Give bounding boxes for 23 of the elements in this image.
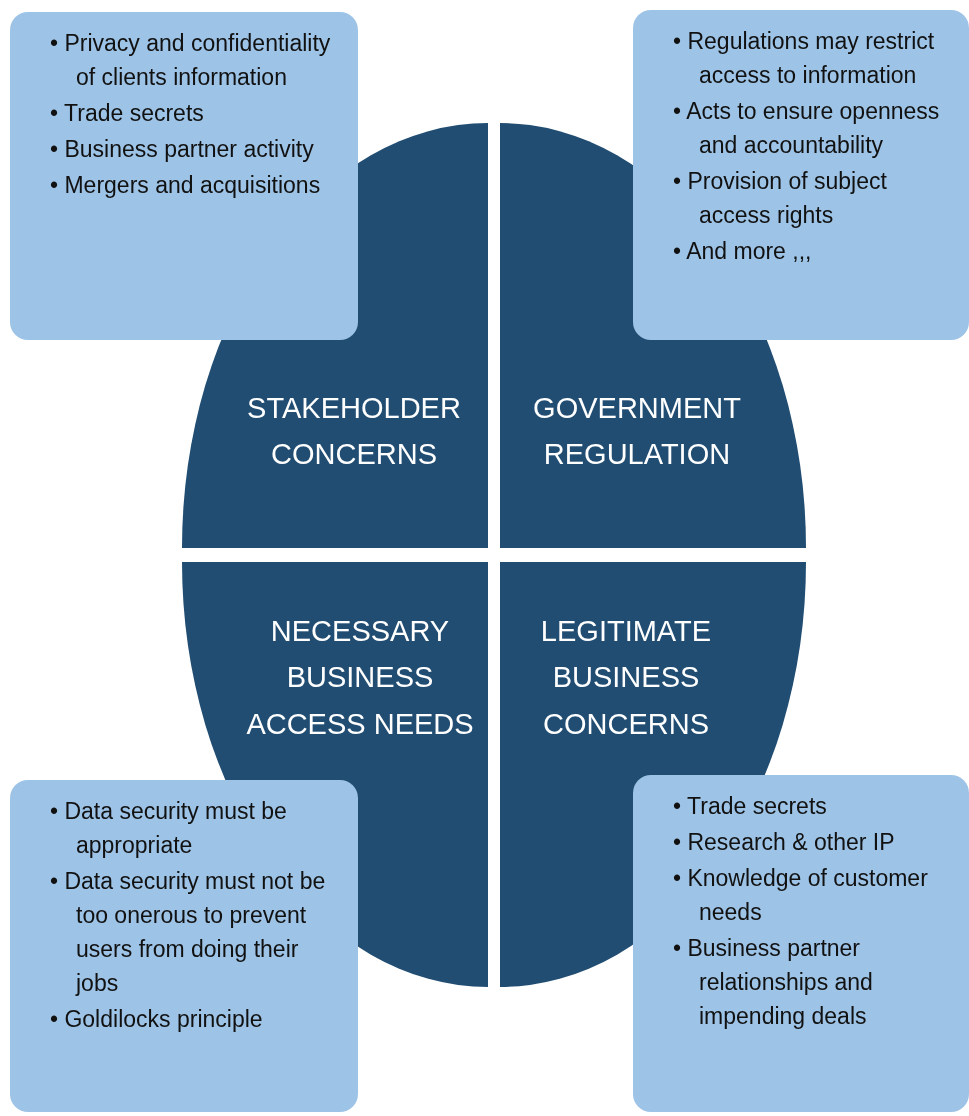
callout-box xyxy=(633,775,969,1112)
bullet-item: • Knowledge of customer needs xyxy=(673,864,929,928)
bullet-item: • Business partner activity xyxy=(50,135,315,165)
bullet-item: • And more ,,, xyxy=(673,237,813,267)
quadrant-title: GOVERNMENT REGULATION xyxy=(532,391,742,473)
bullet-item: • Mergers and acquisitions xyxy=(50,171,322,201)
bullet-item: • Trade secrets xyxy=(50,99,205,129)
bullet-item: • Provision of subject access rights xyxy=(673,167,888,231)
bullet-item: • Acts to ensure openness and accountability xyxy=(673,97,941,161)
bullet-item: • Privacy and confidentiality of clients information xyxy=(50,29,332,93)
bullet-item: • Data security must not be too onerous to prevent users from doing their jobs xyxy=(50,867,327,999)
quadrant-title: NECESSARY BUSINESS ACCESS NEEDS xyxy=(245,614,475,742)
bullet-item: • Trade secrets xyxy=(673,792,828,821)
bullet-item: • Regulations may restrict access to information xyxy=(673,27,936,91)
bullet-item: • Research & other IP xyxy=(673,828,896,858)
callout-box xyxy=(10,780,358,1112)
bullet-item: • Business partner relationships and impending deals xyxy=(673,934,874,1032)
callout-box xyxy=(10,12,358,340)
bullet-item: • Data security must be appropriate xyxy=(50,797,288,861)
quadrant-title: LEGITIMATE BUSINESS CONCERNS xyxy=(539,614,713,742)
bullet-item: • Goldilocks principle xyxy=(50,1005,264,1035)
callout-box xyxy=(633,10,969,340)
quadrant-title: STAKEHOLDER CONCERNS xyxy=(246,391,462,473)
